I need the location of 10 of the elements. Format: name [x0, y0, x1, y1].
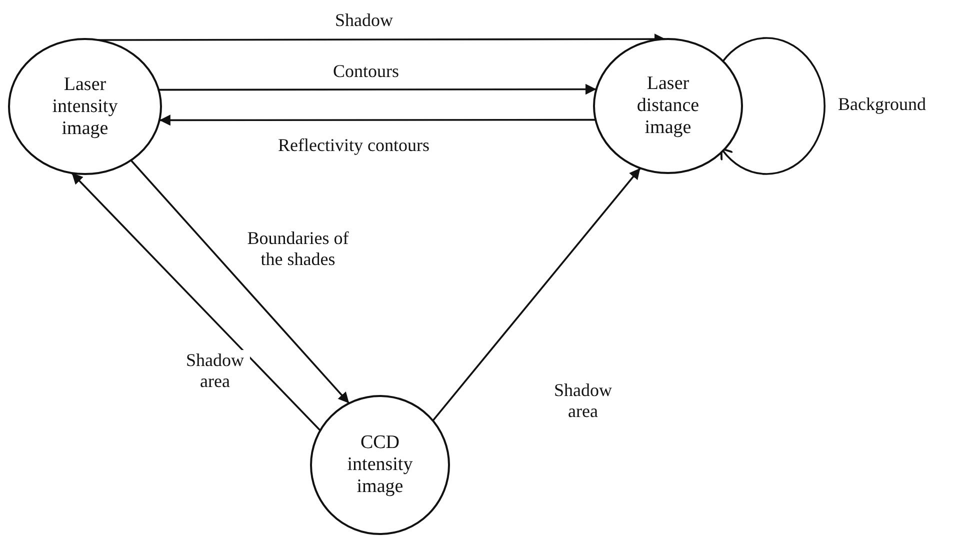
arrow [158, 84, 596, 95]
arrow [130, 160, 350, 404]
arrow [71, 172, 321, 432]
arrow [432, 168, 641, 422]
edge-label: Reflectivity contours [278, 135, 430, 156]
node-label: Laser intensity image [51, 74, 119, 140]
loop-arrow [720, 37, 826, 175]
node-label: Laser distance image [636, 73, 700, 139]
arrow [159, 114, 596, 126]
node-label: CCD intensity image [346, 432, 414, 498]
